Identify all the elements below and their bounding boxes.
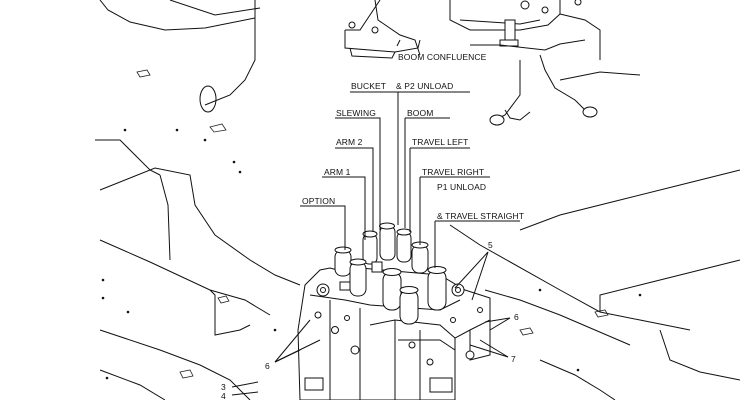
label-slewing: SLEWING xyxy=(336,108,376,118)
label-travel-straight: & TRAVEL STRAIGHT xyxy=(437,211,524,221)
label-travel-right: TRAVEL RIGHT xyxy=(422,167,484,177)
text-labels: BOOM CONFLUENCE BUCKET & P2 UNLOAD SLEWI… xyxy=(302,52,524,221)
callout-numbers: 5 6 7 6 3 4 xyxy=(221,240,519,400)
label-p1-unload: P1 UNLOAD xyxy=(437,182,486,192)
callout-6-right: 6 xyxy=(514,312,519,322)
frame-right xyxy=(449,169,741,400)
leader-lines xyxy=(231,39,520,396)
callout-7: 7 xyxy=(511,354,516,364)
label-boom: BOOM xyxy=(407,108,433,118)
label-boom-confluence: BOOM CONFLUENCE xyxy=(398,52,487,62)
callout-3: 3 xyxy=(221,382,226,392)
callout-5: 5 xyxy=(488,240,493,250)
label-arm1: ARM 1 xyxy=(324,167,351,177)
top-assembly xyxy=(344,0,641,126)
callout-4: 4 xyxy=(221,391,226,400)
label-p2-unload: & P2 UNLOAD xyxy=(396,81,453,91)
label-travel-left: TRAVEL LEFT xyxy=(412,137,468,147)
label-arm2: ARM 2 xyxy=(336,137,363,147)
label-bucket: BUCKET xyxy=(351,81,386,91)
frame-left xyxy=(95,0,301,400)
callout-6-left: 6 xyxy=(265,361,270,371)
label-option: OPTION xyxy=(302,196,335,206)
